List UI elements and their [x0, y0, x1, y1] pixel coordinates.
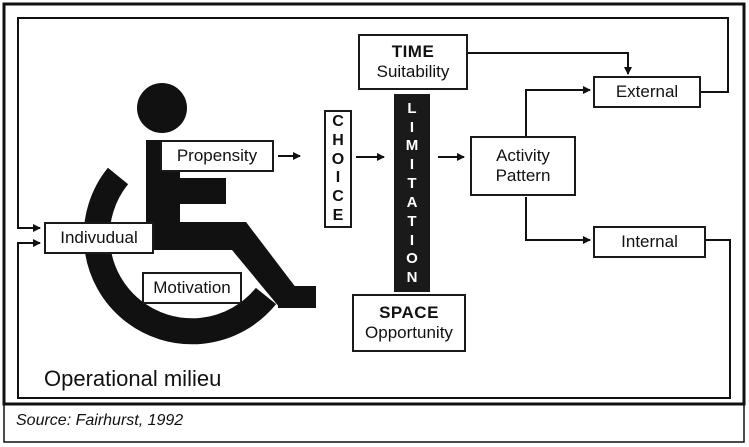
motivation-box: Motivation	[142, 272, 242, 304]
internal-box: Internal	[593, 226, 706, 258]
limitation-letter: A	[406, 193, 418, 211]
limitation-letter: N	[406, 269, 418, 287]
motivation-label: Motivation	[153, 277, 231, 297]
limitation-bar: L I M I T A T I O N	[394, 94, 430, 292]
individual-label: Indivudual	[60, 227, 138, 247]
limitation-letter: O	[406, 250, 418, 268]
arrow-activity-external	[525, 86, 591, 136]
propensity-label: Propensity	[176, 145, 258, 165]
limitation-letter: T	[407, 212, 417, 230]
external-label: External	[615, 81, 679, 101]
time-subtitle: Suitability	[376, 62, 450, 81]
space-opportunity-box: SPACE Opportunity	[352, 294, 466, 352]
choice-letter: E	[332, 207, 344, 225]
wheelchair-symbol-icon	[83, 83, 316, 345]
activity-label-line1: Activity	[496, 145, 550, 165]
limitation-letter: L	[407, 99, 417, 117]
limitation-letter: I	[409, 231, 415, 249]
time-title: TIME	[391, 41, 435, 61]
propensity-box: Propensity	[160, 140, 274, 172]
choice-letter: C	[332, 112, 344, 130]
activity-pattern-box: Activity Pattern	[470, 136, 576, 196]
choice-letter: O	[331, 150, 345, 168]
external-box: External	[593, 76, 701, 108]
choice-letter: H	[332, 131, 344, 149]
limitation-letter: I	[409, 118, 415, 136]
choice-letter: C	[332, 188, 344, 206]
arrow-activity-internal	[525, 197, 591, 244]
activity-label-line2: Pattern	[495, 166, 551, 185]
limitation-letter: T	[407, 175, 417, 193]
individual-box: Indivudual	[44, 222, 154, 254]
time-suitability-box: TIME Suitability	[358, 34, 468, 90]
internal-label: Internal	[621, 231, 678, 251]
operational-milieu-label: Operational milieu	[44, 366, 222, 391]
choice-box: C H O I C E	[324, 110, 352, 228]
source-caption: Source: Fairhurst, 1992	[16, 412, 184, 429]
space-subtitle: Opportunity	[365, 323, 453, 342]
feedback-line-bottom	[17, 239, 731, 399]
arrow-time-external	[468, 52, 632, 75]
choice-letter: I	[335, 169, 341, 187]
limitation-letter: I	[409, 156, 415, 174]
caption-frame	[3, 403, 745, 443]
feedback-line-top	[17, 17, 729, 232]
limitation-letter: M	[405, 137, 419, 155]
space-title: SPACE	[379, 302, 439, 322]
